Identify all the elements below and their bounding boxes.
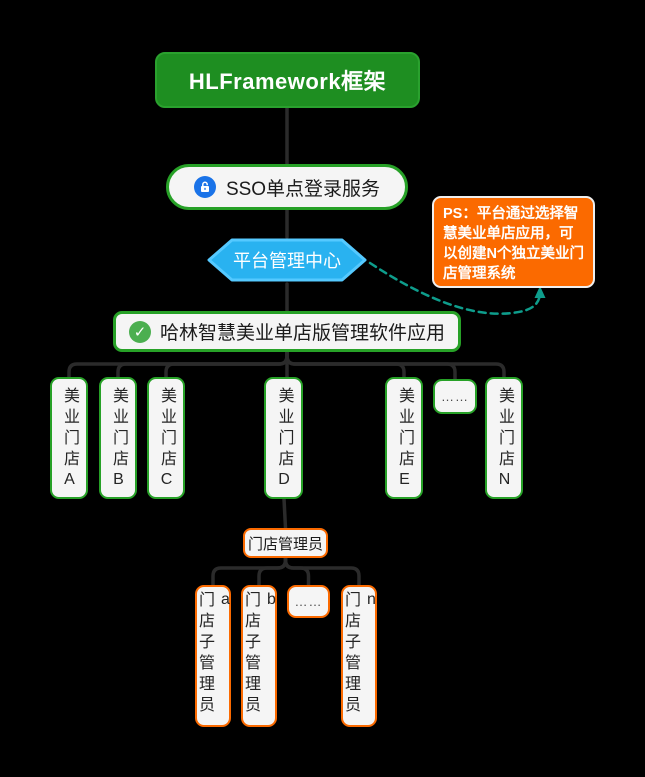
sso-node[interactable]: SSO单点登录服务 [166, 164, 408, 210]
store-label: 美业门店C [158, 387, 175, 493]
store-label: 美业门店E [396, 387, 413, 493]
sso-node-label: SSO单点登录服务 [225, 178, 381, 200]
store-node-n[interactable]: 美业门店N [485, 377, 523, 499]
note-box[interactable]: PS：平台通过选择智慧美业单店应用，可以创建N个独立美业门店管理系统 [432, 196, 595, 288]
app-node-label: 哈林智慧美业单店版管理软件应用 [159, 323, 445, 344]
store-label: 美业门店B [110, 387, 127, 493]
note-callout-arrow [368, 261, 546, 315]
hexagon-shape [207, 238, 367, 282]
store-label: 美业门店D [275, 387, 293, 493]
store-node-d[interactable]: 美业门店D [264, 377, 303, 499]
sub-manager-label: 门店子管理员a [196, 591, 234, 717]
store-node-b[interactable]: 美业门店B [99, 377, 137, 499]
ellipsis-label: …… [441, 389, 469, 404]
check-icon: ✓ [128, 320, 151, 343]
sub-manager-node-a[interactable]: 门店子管理员a [195, 585, 234, 727]
note-text: PS：平台通过选择智慧美业单店应用，可以创建N个独立美业门店管理系统 [443, 206, 584, 282]
platform-hexagon-node[interactable]: 平台管理中心 [207, 237, 367, 283]
lock-icon [193, 176, 216, 198]
sub-manager-node-n[interactable]: 门店子管理员n [341, 585, 380, 727]
sub-manager-label: 门店子管理员n [342, 591, 380, 717]
store-label: 美业门店N [496, 387, 513, 493]
app-node[interactable]: ✓ 哈林智慧美业单店版管理软件应用 [113, 311, 461, 352]
store-node-c[interactable]: 美业门店C [147, 377, 185, 499]
store-manager-label: 门店管理员 [247, 535, 323, 553]
sub-manager-node-ellipsis[interactable]: …… [287, 585, 330, 618]
platform-node-label: 平台管理中心 [233, 251, 341, 271]
root-node-hlframework[interactable]: HLFramework框架 [155, 52, 420, 108]
sub-manager-label: 门店子管理员b [242, 591, 280, 717]
ellipsis-label: …… [294, 594, 323, 609]
store-manager-node[interactable]: 门店管理员 [243, 528, 328, 558]
store-node-e[interactable]: 美业门店E [385, 377, 423, 499]
store-label: 美业门店A [61, 387, 78, 493]
sub-manager-node-b[interactable]: 门店子管理员b [241, 585, 280, 727]
store-node-ellipsis[interactable]: …… [433, 379, 477, 414]
store-node-a[interactable]: 美业门店A [50, 377, 88, 499]
root-node-label: HLFramework框架 [188, 69, 387, 94]
